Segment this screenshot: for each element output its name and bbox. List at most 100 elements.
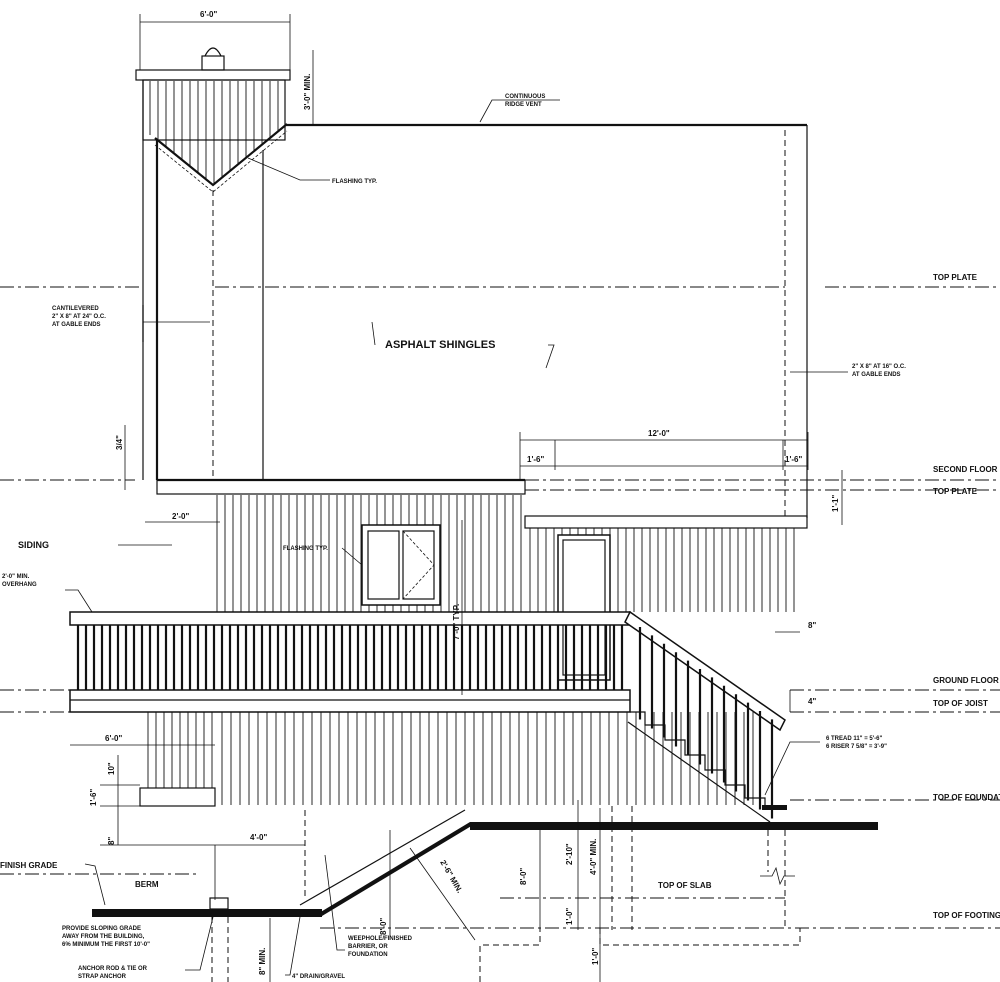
note-stair: 6 TREAD 11" = 5'-6": [826, 736, 882, 742]
dim-footing-b: 1'-0": [591, 948, 600, 965]
dim-step-a: 10": [107, 762, 116, 775]
wall-siding: [147, 495, 795, 805]
dim-left-offset: 1'-6": [527, 455, 544, 464]
dimension-labels: 6'-0" 3'-0" MIN. 12'-0" 1'-6" 1'-6" 1'-1…: [89, 10, 840, 975]
break-symbol: [760, 866, 795, 886]
stair-handrail: [624, 610, 786, 732]
deck-bottom-rail: [69, 689, 631, 713]
note-ridge-vent: RIDGE VENT: [505, 102, 542, 108]
dim-wall-depth: 8'-0": [379, 918, 388, 935]
level-labels: TOP PLATE SECOND FLOOR TOP PLATE GROUND …: [658, 273, 1000, 920]
leader-anchor: [185, 916, 214, 971]
dimension-lines: [70, 14, 843, 982]
leader-finish-grade: [84, 863, 106, 906]
note-finish-grade: FINISH GRADE: [0, 861, 58, 870]
foundation: [211, 806, 801, 982]
dim-wall-offset: 2'-0": [172, 512, 189, 521]
stair-landing: [762, 805, 787, 810]
note-berm: BERM: [135, 880, 159, 889]
dim-deck-offset: 6'-0": [105, 734, 122, 743]
door-panel: [562, 539, 606, 676]
note-cantilever: 2" X 8" AT 24" O.C.: [52, 314, 106, 320]
dim-drain-min: 8" MIN.: [258, 948, 267, 975]
window-pane-left: [367, 530, 400, 600]
grade-line-right: [470, 822, 878, 830]
notes: CONTINUOUS RIDGE VENT FLASHING TYP. CANT…: [0, 94, 906, 980]
note-cantilever: CANTILEVERED: [52, 306, 99, 312]
dim-step-c: 8": [107, 837, 116, 845]
dim-rail-height: 8": [808, 621, 816, 630]
note-asphalt-shingles: ASPHALT SHINGLES: [385, 339, 495, 351]
leader-ridge-vent: [479, 99, 560, 123]
stair-treads: [630, 711, 766, 810]
level-top-of-joist: TOP OF JOIST: [933, 699, 988, 708]
dim-step-b: 1'-6": [89, 789, 98, 806]
window-swing: [402, 530, 435, 600]
window: [361, 524, 441, 606]
chimney: [135, 47, 291, 480]
grade-slope: [314, 822, 478, 916]
step-block: [139, 787, 216, 807]
shingle-markers: [371, 321, 555, 369]
note-barrier: FOUNDATION: [348, 952, 388, 958]
note-gable-rafters: 2" X 8" AT 16" O.C.: [852, 364, 906, 370]
note-cantilever: AT GABLE ENDS: [52, 322, 101, 328]
note-barrier: WEEPHOLE/FINISHED: [348, 936, 413, 942]
level-top-plate-upper: TOP PLATE: [933, 273, 978, 282]
dim-line: [409, 847, 476, 941]
note-slope: 6% MINIMUM THE FIRST 10'-0": [62, 942, 150, 948]
level-top-plate-lower: TOP PLATE: [933, 487, 978, 496]
footing-outline: [479, 928, 801, 982]
note-barrier: BARRIER, OR: [348, 944, 388, 950]
deck-top-rail: [69, 611, 631, 626]
level-top-of-foundation: TOP OF FOUNDATION: [933, 793, 1000, 802]
note-overhang: 2'-0" MIN.: [2, 574, 30, 580]
note-siding: SIDING: [18, 540, 49, 550]
dim-chimney-height: 3'-0" MIN.: [303, 74, 312, 110]
leader-stair: [764, 741, 820, 796]
level-second-floor: SECOND FLOOR: [933, 465, 998, 474]
leader-barrier: [324, 854, 345, 951]
berm-line: [299, 809, 466, 906]
dim-wall-height: 7'-0" TYP.: [452, 604, 461, 640]
stair-balusters: [638, 627, 774, 819]
grade: [92, 787, 878, 917]
chimney-vent: [201, 55, 225, 71]
window-frame: [361, 524, 441, 606]
note-ridge-vent: CONTINUOUS: [505, 94, 545, 100]
level-ground-floor: GROUND FLOOR: [933, 676, 999, 685]
chimney-vent-dome: [204, 47, 222, 57]
leader-overhang: [65, 589, 93, 613]
lower-roof-fascia: [524, 515, 808, 529]
dim-right-offset: 1'-6": [785, 455, 802, 464]
note-drain: 4" DRAIN/GRAVEL: [292, 974, 345, 980]
dim-frost-b: 2'-10": [565, 843, 574, 865]
level-top-of-slab: TOP OF SLAB: [658, 881, 712, 890]
dim-gable-drop: 3/4": [115, 435, 124, 450]
dim-joist-gap: 4": [808, 697, 816, 706]
chimney-flashing: [154, 123, 288, 187]
dim-frost-c: 4'-0" MIN.: [589, 839, 598, 875]
roof: [156, 123, 808, 529]
dim-floor-gap: 1'-1": [831, 495, 840, 512]
note-gable-rafters: AT GABLE ENDS: [852, 372, 901, 378]
level-top-of-footing: TOP OF FOOTING: [933, 911, 1000, 920]
note-flashing-window: FLASHING TYP.: [283, 546, 328, 552]
note-slope: AWAY FROM THE BUILDING,: [62, 934, 145, 940]
leader-flashing-window: [341, 547, 363, 566]
eave-fascia: [156, 479, 526, 495]
deck: [69, 611, 631, 713]
leader-drain: [285, 916, 301, 976]
leaders: [65, 99, 848, 976]
note-overhang: OVERHANG: [2, 582, 37, 588]
dim-chimney-width: 6'-0": [200, 10, 217, 19]
dim-berm-width: 4'-0": [250, 833, 267, 842]
footing-pier: [209, 897, 229, 910]
stair-stringer: [627, 721, 771, 823]
grade-line-left: [92, 909, 322, 917]
note-flashing: FLASHING TYP.: [332, 179, 377, 185]
level-lines: [0, 286, 1000, 929]
stairs: [624, 610, 787, 823]
